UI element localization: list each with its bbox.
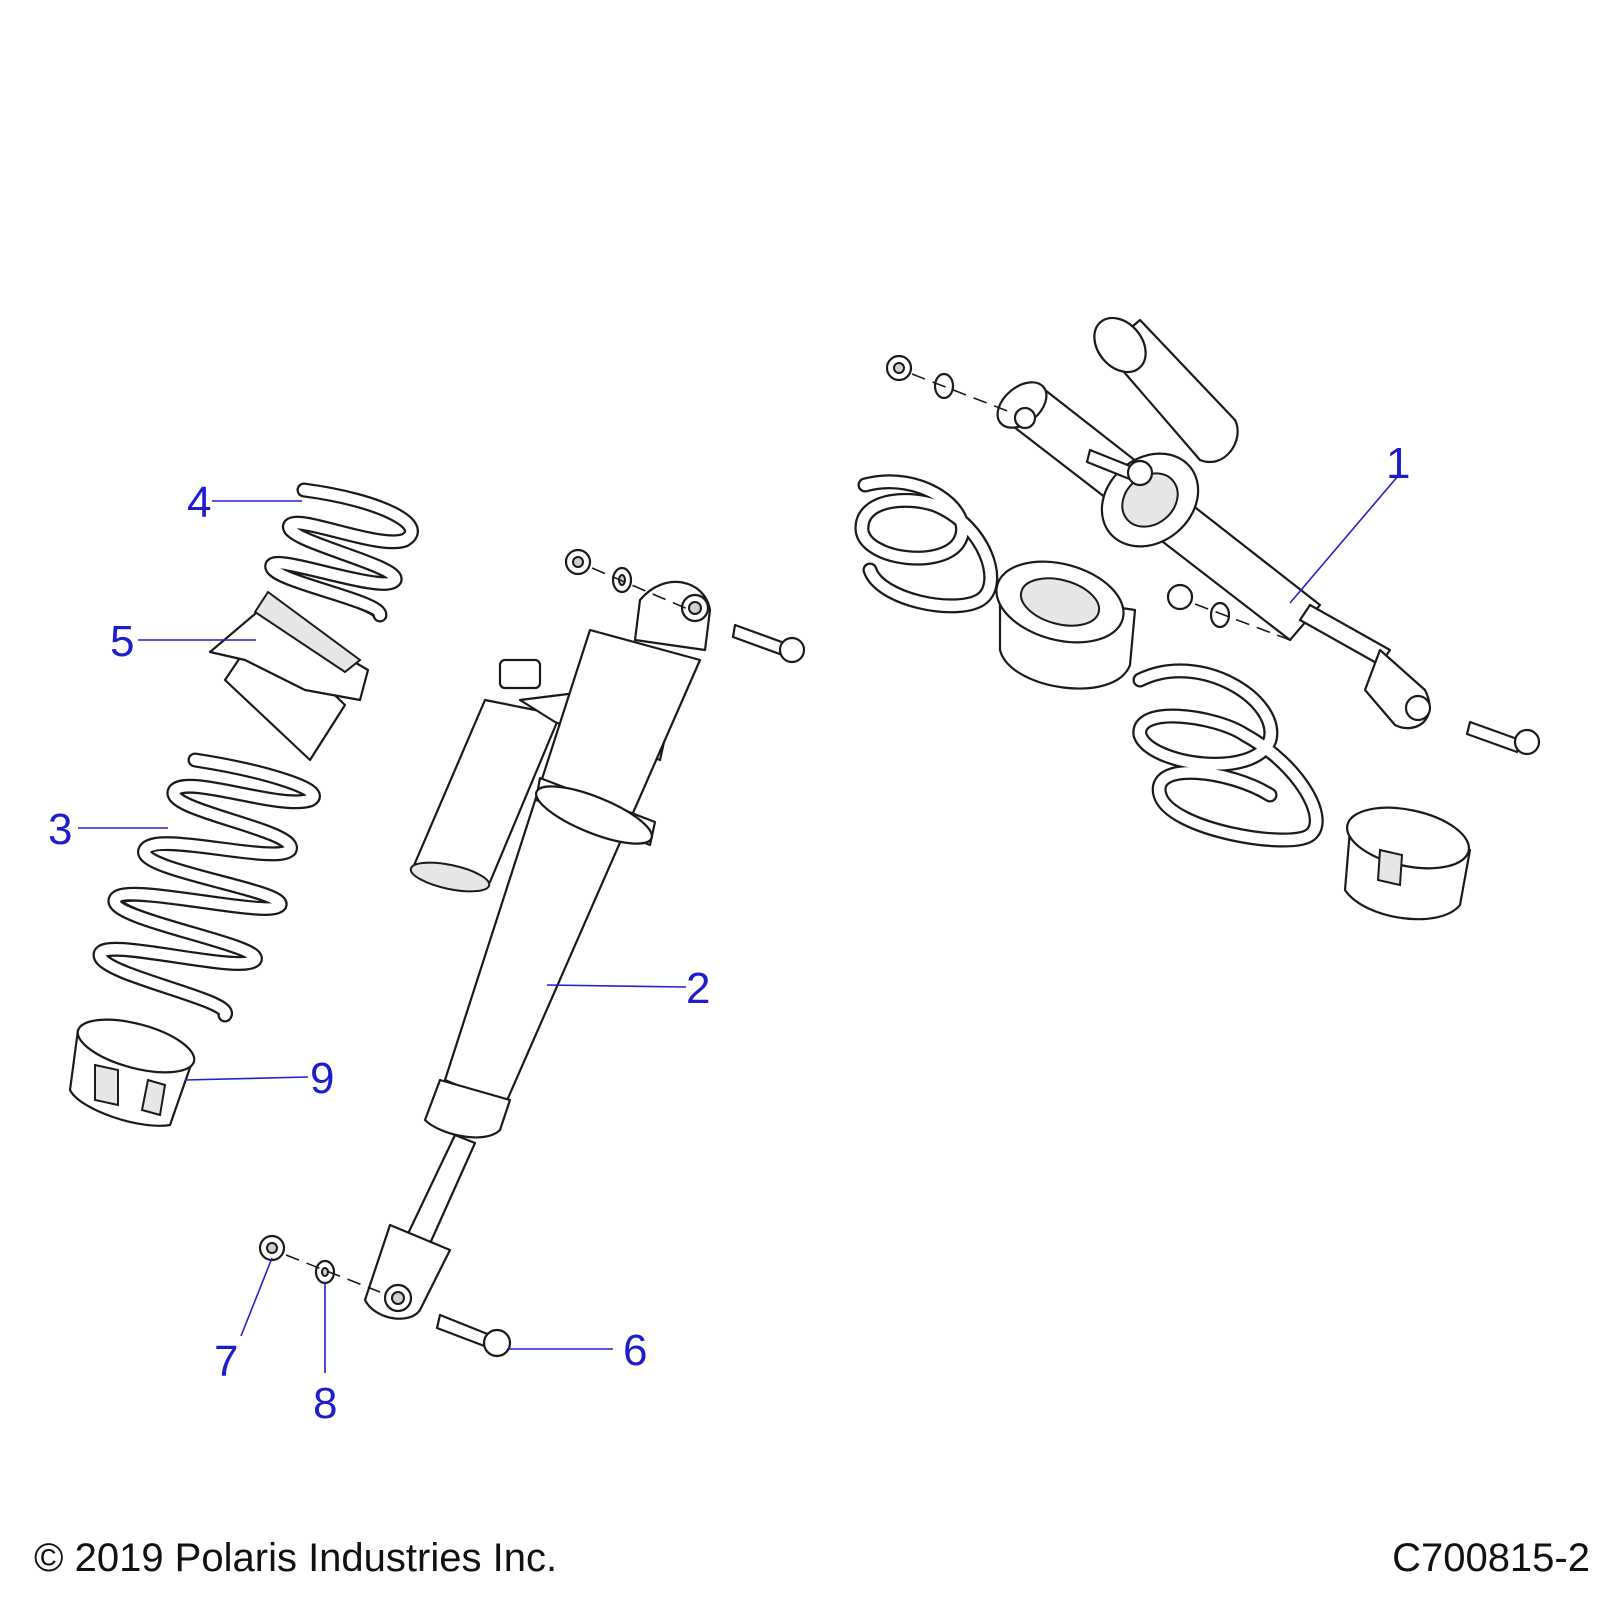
- callout-9: 9: [310, 1054, 334, 1103]
- spring-retainer-part-9: [68, 1018, 196, 1127]
- callout-4: 4: [187, 478, 211, 527]
- leader-9: [184, 1076, 309, 1081]
- callout-7: 7: [214, 1337, 238, 1386]
- upper-hardware-shock-2: [564, 548, 806, 664]
- copyright-notice: © 2019 Polaris Industries Inc.: [34, 1536, 558, 1580]
- callout-6: 6: [623, 1326, 647, 1375]
- callout-2: 2: [686, 964, 710, 1013]
- leader-7: [240, 1257, 273, 1337]
- spring-main-part-3: [92, 752, 321, 1023]
- shock-body-part-2: [363, 580, 712, 1320]
- shock-assembly-part-1: [854, 316, 1541, 921]
- callout-1: 1: [1386, 439, 1410, 488]
- lower-hardware-parts-6-7-8: [258, 1234, 512, 1358]
- callouts: 1 2 3 4 5 6 7 8 9: [48, 439, 1410, 1428]
- leader-2: [546, 984, 687, 988]
- spring-upper-part-4: [264, 482, 419, 623]
- spring-adapter-part-5: [208, 590, 370, 762]
- drawing-number: C700815-2: [1392, 1536, 1590, 1580]
- leader-1: [1289, 475, 1399, 604]
- leader-lines: [78, 475, 1399, 1373]
- callout-8: 8: [313, 1379, 337, 1428]
- callout-5: 5: [110, 617, 134, 666]
- callout-3: 3: [48, 805, 72, 854]
